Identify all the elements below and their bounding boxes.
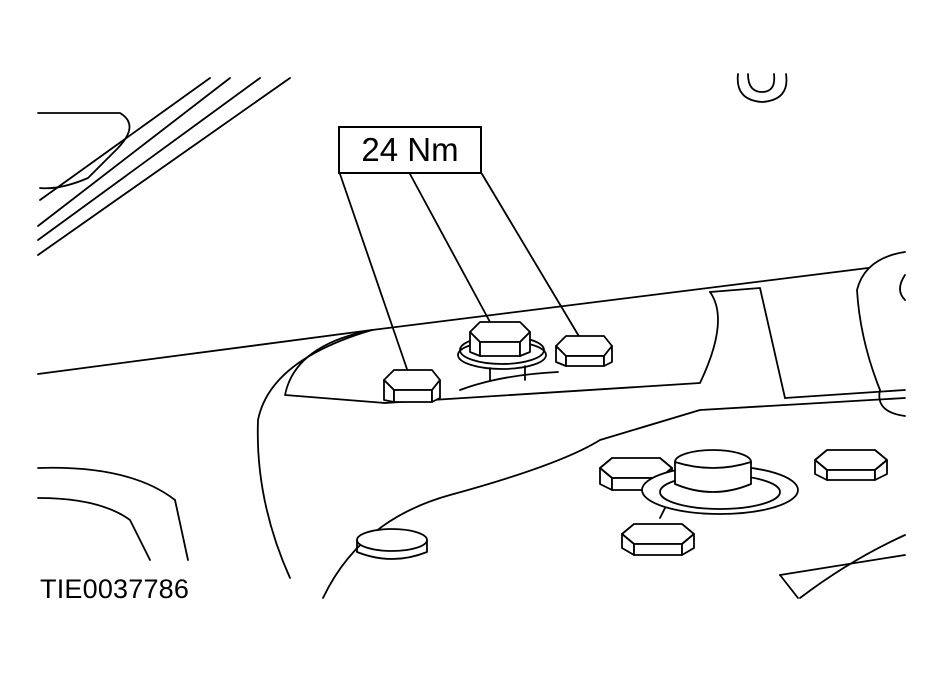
bolt-center bbox=[457, 321, 559, 391]
panel-edge bbox=[37, 329, 373, 375]
figure-id: TIE0037786 bbox=[40, 574, 190, 604]
leader-lines bbox=[339, 173, 581, 373]
bolt-right bbox=[555, 335, 613, 367]
plug-left bbox=[356, 528, 428, 560]
lower-bracket bbox=[37, 466, 189, 561]
bolt-left bbox=[383, 369, 441, 403]
upper-bracket bbox=[37, 77, 291, 256]
panel-edge-upper bbox=[371, 267, 869, 331]
housing-body bbox=[256, 287, 906, 599]
central-boss bbox=[641, 449, 799, 519]
bolt-lower-right bbox=[814, 449, 888, 481]
bolt-lower-center bbox=[621, 523, 695, 556]
right-cylinder bbox=[856, 251, 906, 417]
mounting-hole bbox=[736, 73, 788, 103]
torque-label: 24 Nm bbox=[338, 126, 482, 174]
